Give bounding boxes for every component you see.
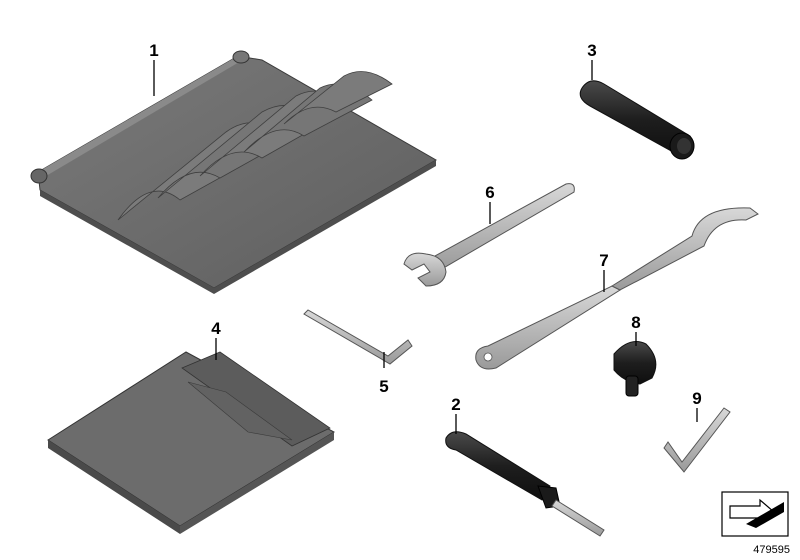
tool-pouch (47, 351, 336, 534)
callout-2: 2 (451, 395, 460, 414)
callout-labels: 1 2 3 4 5 6 7 8 9 (149, 41, 701, 414)
thumb-knob (613, 341, 657, 397)
open-end-wrench (403, 183, 575, 287)
callout-6: 6 (485, 183, 494, 202)
callout-4: 4 (211, 319, 221, 338)
orientation-arrow-icon (721, 491, 789, 537)
callout-8: 8 (631, 313, 640, 332)
callout-3: 3 (587, 41, 596, 60)
screwdriver-handle (579, 80, 695, 160)
callout-1: 1 (149, 41, 158, 60)
screwdriver (445, 431, 605, 537)
callout-9: 9 (692, 389, 701, 408)
callout-7: 7 (599, 251, 608, 270)
leader-lines (153, 60, 698, 434)
hex-key-small (663, 407, 731, 473)
tool-tray (30, 50, 438, 294)
hex-key-large (303, 309, 413, 365)
reference-number: 479595 (753, 544, 790, 556)
callout-5: 5 (379, 377, 388, 396)
hook-spanner-wrench (475, 207, 759, 370)
